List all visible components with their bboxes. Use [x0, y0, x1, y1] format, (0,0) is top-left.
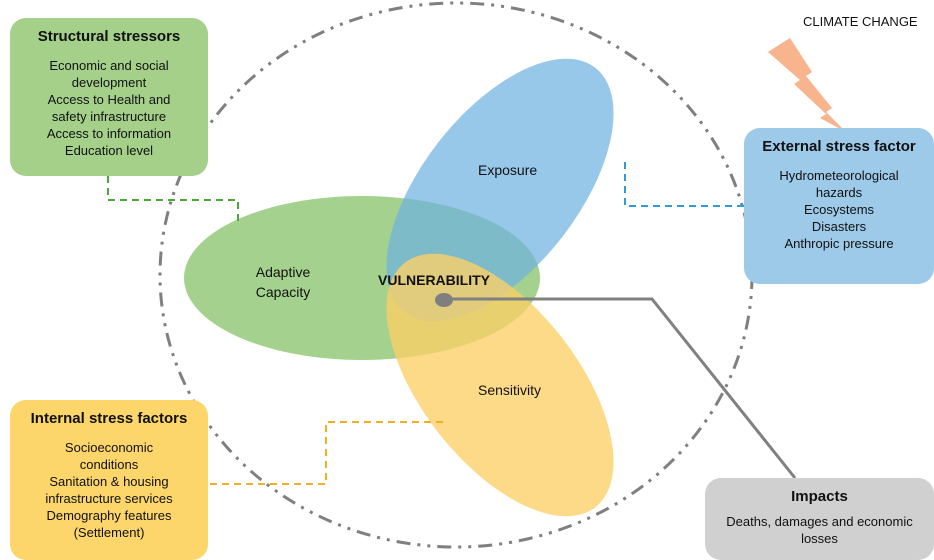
list-item: Socioeconomic	[64, 440, 154, 455]
list-item: Anthropic pressure	[784, 236, 894, 251]
list-item: Access to information	[46, 126, 172, 141]
structural-connector	[107, 176, 239, 222]
list-item: Economic and social	[49, 58, 169, 73]
structural-stressors-box: Structural stressors Economic and social…	[10, 18, 208, 176]
list-item: Demography features	[46, 508, 172, 523]
impacts-title: Impacts	[791, 488, 848, 505]
list-item: Education level	[64, 143, 154, 158]
list-item: Hydrometeorological	[779, 168, 899, 183]
internal-connector	[210, 421, 446, 485]
list-item: (Settlement)	[73, 525, 145, 540]
lightning-bolt-icon	[768, 38, 846, 132]
vulnerability-label: VULNERABILITY	[378, 272, 490, 288]
list-item: hazards	[815, 185, 863, 200]
impacts-text: Deaths, damages and economic losses	[726, 514, 913, 546]
vulnerability-dot	[435, 293, 453, 307]
impacts-box: Impacts Deaths, damages and economic los…	[705, 478, 934, 560]
external-stress-factor-box: External stress factor Hydrometeorologic…	[744, 128, 934, 284]
sensitivity-ellipse	[386, 253, 614, 517]
structural-stressors-title: Structural stressors	[37, 28, 181, 45]
external-stress-factor-title: External stress factor	[762, 138, 916, 155]
adaptive-capacity-label: Adaptive Capacity	[255, 264, 311, 300]
sensitivity-label: Sensitivity	[478, 382, 542, 398]
list-item: development	[71, 75, 147, 90]
exposure-label: Exposure	[478, 162, 538, 178]
list-item: Sanitation & housing	[49, 474, 169, 489]
list-item: Ecosystems	[803, 202, 875, 217]
external-connector	[624, 162, 744, 207]
list-item: infrastructure services	[45, 491, 173, 506]
list-item: conditions	[79, 457, 139, 472]
climate-change-label: CLIMATE CHANGE	[803, 14, 918, 29]
internal-stress-factors-box: Internal stress factors Socioeconomic co…	[10, 400, 208, 560]
list-item: Access to Health and	[47, 92, 171, 107]
impacts-connector	[444, 297, 797, 479]
list-item: safety infrastructure	[51, 109, 167, 124]
list-item: Disasters	[811, 219, 867, 234]
internal-stress-factors-title: Internal stress factors	[30, 410, 188, 427]
